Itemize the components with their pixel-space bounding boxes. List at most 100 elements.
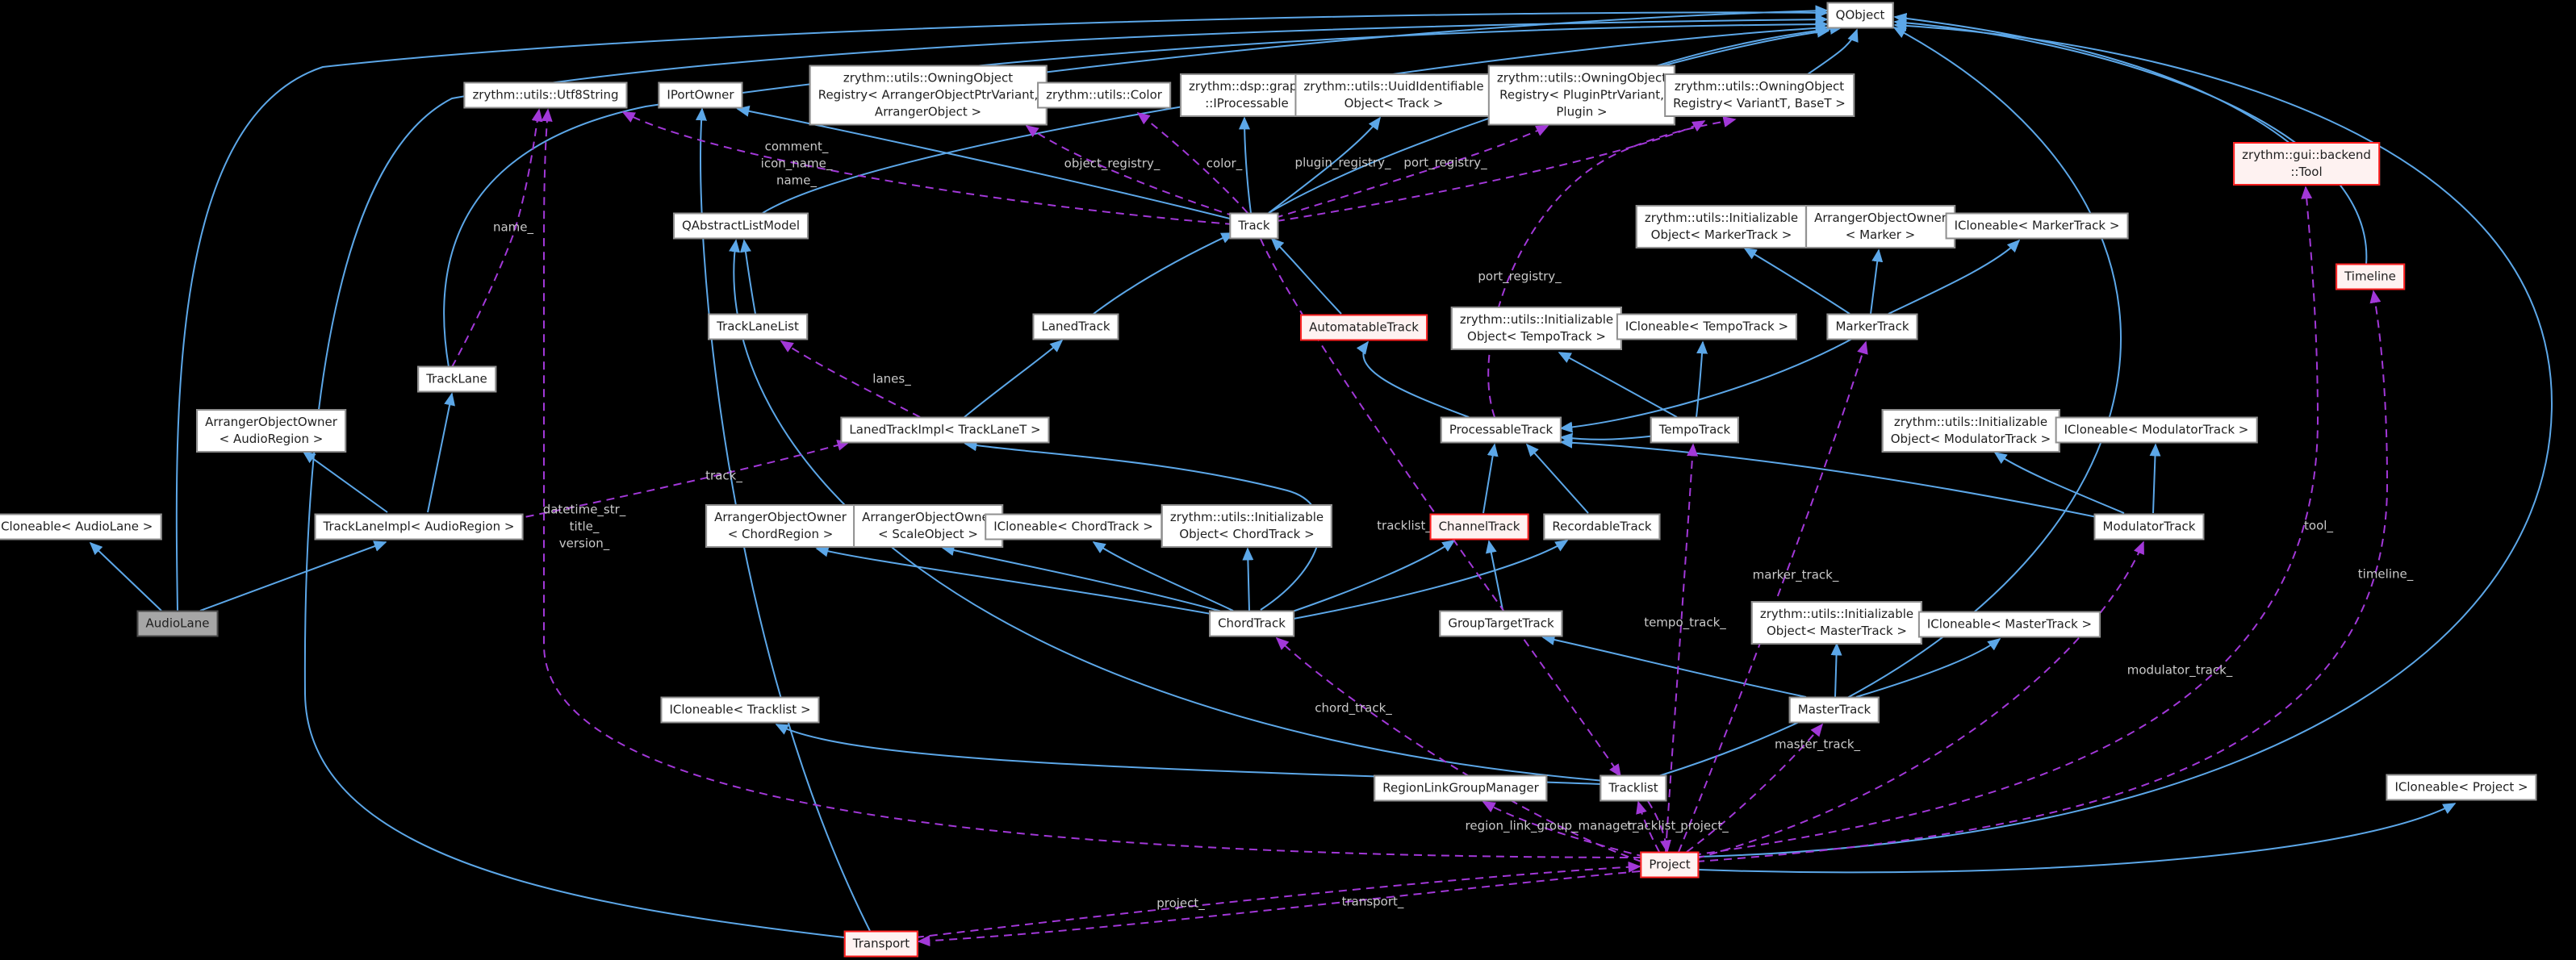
node-aoo-marker[interactable]: ArrangerObjectOwner < Marker > [1805,205,1955,248]
edge-project-modulatortrack [1696,541,2144,859]
edge-label-color: color_ [1206,156,1243,171]
node-channeltrack[interactable]: ChannelTrack [1429,513,1529,541]
edge-label-plugin-registry: plugin_registry_ [1294,155,1391,170]
node-iportowner[interactable]: IPortOwner [658,81,743,109]
node-lanedtrackimpl[interactable]: LanedTrackImpl< TrackLaneT > [840,416,1050,444]
node-initializable-chordtrack[interactable]: zrythm::utils::Initializable Object< Cho… [1160,504,1333,548]
node-icloneable-modulatortrack[interactable]: ICloneable< ModulatorTrack > [2055,416,2258,444]
node-mastertrack[interactable]: MasterTrack [1788,696,1880,724]
node-icloneable-project[interactable]: ICloneable< Project > [2386,774,2537,801]
node-icloneable-tracklist[interactable]: ICloneable< Tracklist > [660,696,820,724]
edge-track-oorplugin [1274,125,1549,219]
node-icloneable-audiolane[interactable]: ICloneable< AudioLane > [0,513,162,541]
edge-processabletrack-automatabletrack [1356,340,1470,418]
edge-automatabletrack-track [1270,237,1342,315]
node-grouptargettrack[interactable]: GroupTargetTrack [1439,610,1563,637]
edge-label-tracklist-1: tracklist_ [1377,518,1432,533]
edge-project-transport [917,870,1641,947]
edge-modulatortrack-initializablemodulatortrack [1993,452,2125,514]
edge-track-oorarranger [1025,125,1236,217]
edge-oorvariant-qobject [1807,28,1859,75]
node-tracklist[interactable]: Tracklist [1600,774,1667,802]
edge-track-oorvariant [1276,120,1706,222]
edge-channeltrack-processabletrack [1482,443,1499,514]
edge-label-marker-track: marker_track_ [1752,567,1839,582]
node-lanedtrack[interactable]: LanedTrack [1032,313,1119,340]
node-uuididentifiable-track[interactable]: zrythm::utils::UuidIdentifiable Object< … [1294,73,1493,117]
node-qobject[interactable]: QObject [1826,2,1894,29]
edge-grouptargettrack-channeltrack [1485,540,1503,611]
edge-project-markertrack [1678,340,1868,853]
node-audiolane: AudioLane [136,610,219,637]
edge-markertrack-icloneablemarkertrack [1888,239,2021,315]
edge-audiolane-tracklaneimpl [199,541,387,611]
node-icloneable-markertrack[interactable]: ICloneable< MarkerTrack > [1945,212,2129,240]
node-icloneable-mastertrack[interactable]: ICloneable< MasterTrack > [1917,611,2101,638]
node-modulatortrack[interactable]: ModulatorTrack [2093,513,2205,541]
edge-audiolane-qobject [175,6,1829,611]
node-qabstractlistmodel[interactable]: QAbstractListModel [672,212,809,240]
node-aoo-audioregion[interactable]: ArrangerObjectOwner < AudioRegion > [196,409,346,453]
node-chordtrack[interactable]: ChordTrack [1209,610,1294,637]
node-oor-plugin[interactable]: zrythm::utils::OwningObject Registry< Pl… [1487,65,1676,126]
edge-oorarranger-qobject [1042,5,1829,73]
node-initializable-tempotrack[interactable]: zrythm::utils::Initializable Object< Tem… [1450,307,1623,350]
node-oor-arrangerobject[interactable]: zrythm::utils::OwningObject Registry< Ar… [809,65,1048,126]
edge-markertrack-initializablemarkertrack [1743,248,1850,315]
edge-tracklaneimpl-tracklane [427,392,455,513]
node-regionlinkgroupmanager[interactable]: RegionLinkGroupManager [1374,774,1548,802]
edge-chordtrack-icloneablechordtrack [1092,541,1234,611]
node-processabletrack[interactable]: ProcessableTrack [1440,416,1562,444]
edge-project-tool [1692,186,2319,856]
node-transport[interactable]: Transport [843,930,919,958]
edge-mastertrack-initializablemastertrack [1830,642,1842,698]
node-tracklanelist[interactable]: TrackLaneList [708,313,808,340]
edge-markertrack-aoomarker [1870,248,1884,315]
node-iprocessable[interactable]: zrythm::dsp::graph ::IProcessable [1180,73,1314,117]
edge-tempotrack-icloneabletempotrack [1696,340,1708,418]
edge-chordtrack-aooscaleobject [941,545,1226,613]
edge-chordtrack-aoochordregion [815,545,1221,616]
node-icloneable-chordtrack[interactable]: ICloneable< ChordTrack > [985,513,1162,541]
node-tracklane[interactable]: TrackLane [417,365,496,393]
node-timeline[interactable]: Timeline [2336,263,2405,290]
edge-label-port-registry-2: port_registry_ [1478,269,1562,284]
node-automatabletrack[interactable]: AutomatableTrack [1300,314,1428,341]
edge-tracklist-qobject [1658,27,2122,777]
edge-tracklanelist-qabstractlistmodel [740,239,756,315]
edge-track-color [1136,112,1248,214]
edge-recordabletrack-processabletrack [1525,443,1589,514]
edge-label-track: track_ [705,468,742,483]
edge-label-tempo-track: tempo_track_ [1644,615,1726,630]
node-initializable-markertrack[interactable]: zrythm::utils::Initializable Object< Mar… [1635,205,1808,248]
node-project[interactable]: Project [1640,851,1700,879]
node-utf8string[interactable]: zrythm::utils::Utf8String [463,81,628,109]
edge-track-uuididentifiable [1268,116,1381,214]
edge-project-mastertrack [1686,723,1824,853]
edge-processabletrack-oorvariant [1487,116,1737,418]
node-icloneable-tempotrack[interactable]: ICloneable< TempoTrack > [1616,313,1798,340]
edge-project-icloneableproject [1697,803,2457,874]
node-tool[interactable]: zrythm::gui::backend ::Tool [2233,142,2380,186]
edge-mastertrack-grouptargettrack [1541,634,1807,698]
edge-tempotrack-processabletrack [1559,432,1657,445]
node-tempotrack[interactable]: TempoTrack [1650,416,1740,444]
node-initializable-modulatortrack[interactable]: zrythm::utils::Initializable Object< Mod… [1881,409,2060,453]
node-initializable-mastertrack[interactable]: zrythm::utils::Initializable Object< Mas… [1750,601,1923,645]
node-tracklaneimpl-audioregion[interactable]: TrackLaneImpl< AudioRegion > [314,513,524,541]
node-color[interactable]: zrythm::utils::Color [1037,81,1171,109]
node-track[interactable]: Track [1229,212,1279,240]
edge-modulatortrack-processabletrack [1559,436,2106,520]
node-markertrack[interactable]: MarkerTrack [1826,313,1918,340]
node-recordabletrack[interactable]: RecordableTrack [1543,513,1661,541]
edge-transport-iportowner [695,107,871,932]
node-aoo-chordregion[interactable]: ArrangerObjectOwner < ChordRegion > [705,504,855,548]
edge-chordtrack-recordabletrack [1284,540,1569,621]
node-aoo-scaleobject[interactable]: ArrangerObjectOwner < ScaleObject > [853,504,1003,548]
node-oor-variant[interactable]: zrythm::utils::OwningObject Registry< Va… [1664,73,1855,117]
inheritance-edges [89,5,2553,938]
edge-track-tracklist [1260,238,1621,778]
edge-label-region-link-group-manager: region_link_group_manager_ [1465,818,1639,833]
